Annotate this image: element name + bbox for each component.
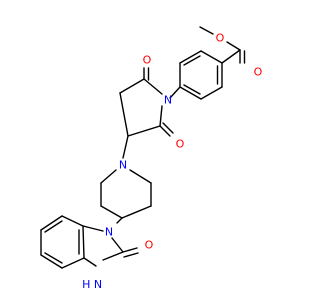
benz-bond-4-inner (44, 252, 63, 264)
bond-c-top-ch2 (119, 78, 145, 94)
ring-bond-6 (200, 50, 223, 64)
imid-bond-c3a-c7a (82, 225, 85, 259)
bond-ch-to-n-pip (122, 135, 129, 159)
atom-n-piperidine: N (119, 159, 127, 172)
pip-bond-6 (100, 169, 117, 184)
ring-bond-5 (179, 50, 202, 64)
bond-ch2-ch (119, 92, 129, 137)
pip-bond-3 (121, 205, 152, 219)
bond-o-carbonyl-carbon (226, 41, 241, 51)
benz-bond-4 (40, 254, 63, 269)
imid-bond-n3-c3a (83, 257, 97, 267)
imid-carbonyl-1 (122, 247, 138, 253)
bond-n-c-right (159, 105, 163, 127)
atom-nh-h: H (82, 278, 90, 291)
pip-bond-1 (129, 169, 152, 184)
benz-bond-2-inner (44, 220, 63, 233)
benz-bond-5 (61, 257, 85, 269)
piperidine-ring (100, 135, 152, 224)
atom-nh-n: N (94, 278, 102, 291)
ring-bond-5-inner (183, 55, 201, 66)
atom-o-imide-top: O (143, 54, 152, 67)
imid-bond-c2-n3 (102, 251, 124, 261)
molecule-structure-drawing: O O O N O N N O H N (40, 26, 263, 291)
ring-bond-3 (179, 86, 202, 100)
pip-bond-4 (100, 205, 123, 219)
bond-ester-to-ring (221, 49, 241, 64)
bond-c-right-o-1 (159, 125, 171, 137)
atom-o-ester-carbonyl: O (254, 66, 263, 79)
atom-n-benzimidazole: N (105, 226, 113, 239)
benzoate-ring (179, 50, 223, 100)
methyl-ester-group (199, 26, 246, 64)
bond-c-right-o-2 (162, 122, 174, 134)
atom-o-methoxy: O (216, 32, 225, 45)
succinimide-ring (119, 67, 181, 137)
atom-nh-benzimidazole: H N (82, 278, 102, 291)
imid-carbonyl-2 (123, 252, 139, 258)
bond-ring-to-n (169, 86, 181, 99)
bond-pip-to-n-benz (116, 217, 123, 224)
imid-bond-n1-c7a (82, 225, 104, 232)
atom-o-imide-right: O (176, 138, 185, 151)
ring-bond-3-inner (183, 84, 201, 95)
bond-n-c-top (143, 78, 163, 95)
ring-bond-2 (200, 86, 223, 100)
atom-n-succinimide: N (164, 94, 172, 107)
benz-bond-1 (61, 215, 84, 227)
bond-methyl-o (199, 26, 214, 35)
bond-ch-c-right (127, 125, 161, 137)
benzimidazolone-group (40, 215, 139, 269)
imid-bond-n1-c2 (111, 237, 124, 253)
benz-bond-2 (40, 215, 63, 231)
atom-o-benzimidazolone: O (145, 239, 154, 252)
atom-labels: O O O N O N N O H N (82, 32, 263, 291)
